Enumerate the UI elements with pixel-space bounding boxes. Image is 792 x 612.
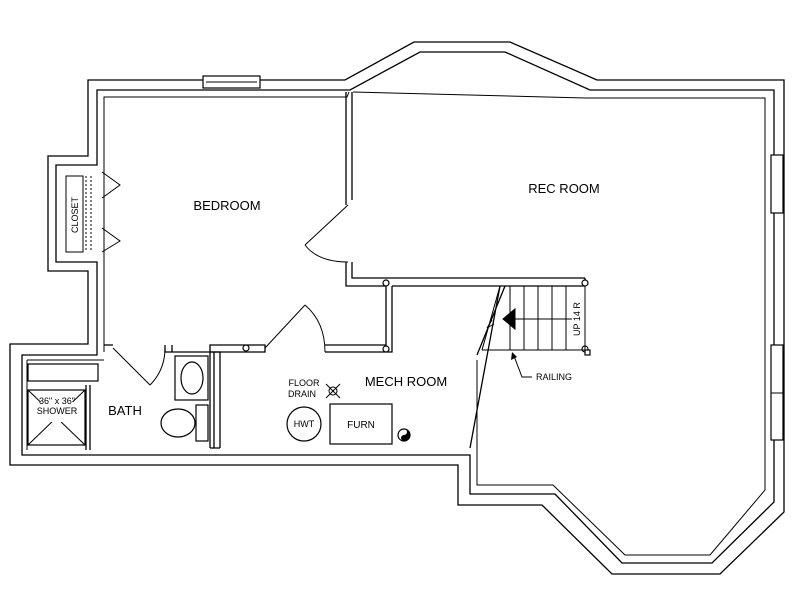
wall-bedroom-rec-lower [345, 262, 585, 287]
hwt-label: HWT [294, 419, 315, 429]
wall-mech-north [325, 286, 393, 353]
room-label-closet: CLOSET [70, 196, 80, 233]
closet-door-upper[interactable] [101, 171, 121, 199]
room-label-bedroom: BEDROOM [193, 198, 260, 213]
floor-drain-label-2: DRAIN [288, 389, 316, 399]
post [382, 345, 390, 353]
interior-finish-line [103, 91, 766, 556]
shower-label: SHOWER [37, 406, 78, 416]
vanity [27, 363, 99, 382]
bath-west-finish [26, 359, 104, 450]
staircase [481, 285, 591, 356]
room-label-bath: BATH [108, 403, 142, 418]
wall-bedroom-south [209, 344, 266, 353]
window-rec-east [770, 154, 784, 214]
water-heater [286, 406, 322, 442]
shower-label-bg [38, 402, 76, 422]
furnace [329, 403, 393, 445]
sink-bowl [180, 361, 204, 395]
toilet-bowl [160, 408, 196, 438]
shower-label-size: 36" x 36" [39, 396, 75, 406]
wall-stair-north [392, 278, 586, 287]
floor-drain-label-1: FLOOR [288, 378, 320, 388]
wall-bedroom-rec [345, 92, 353, 205]
door-mech[interactable] [264, 304, 326, 353]
railing-arrow [511, 352, 517, 360]
wall-bath-partition [85, 385, 91, 450]
post [581, 279, 589, 287]
toilet-tank [195, 404, 209, 442]
door-bath[interactable] [112, 347, 166, 386]
railing-leader [513, 355, 532, 378]
room-label-mech-room: MECH ROOM [365, 374, 447, 389]
post [382, 279, 390, 287]
furn-label: FURN [347, 420, 375, 431]
closet-box [65, 175, 84, 253]
sump-pump-symbol [397, 428, 411, 442]
wall-mech-east [469, 285, 506, 449]
exterior-wall-inner [21, 51, 775, 564]
closet-door-lower[interactable] [101, 227, 121, 253]
floor-drain-symbol [325, 383, 341, 399]
stairs-label: UP 14 R [572, 302, 582, 336]
post [242, 344, 250, 352]
door-bedroom-rec[interactable] [304, 204, 349, 263]
room-label-rec-room: REC ROOM [528, 181, 600, 196]
exterior-wall-outer [9, 41, 785, 575]
wall-mech-west [210, 351, 221, 449]
railing-label: RAILING [536, 372, 572, 382]
